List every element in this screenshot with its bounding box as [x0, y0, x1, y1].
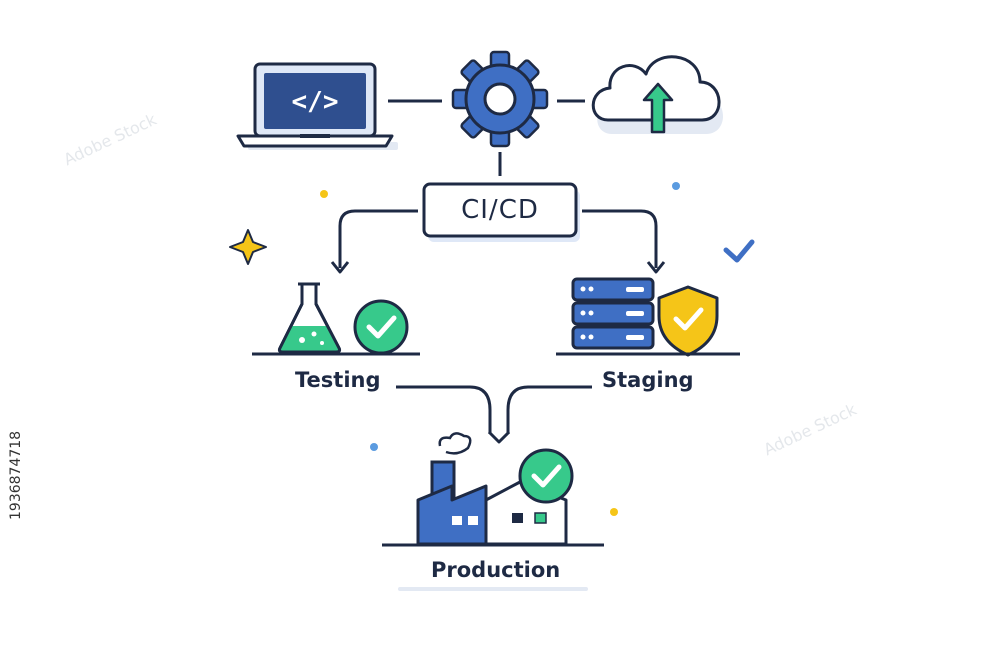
server-icon [571, 277, 655, 350]
arrow-cicd-testing [338, 209, 418, 268]
arrow-testing-production [396, 385, 492, 434]
gear-icon [451, 50, 549, 148]
check-circle-icon [353, 299, 409, 355]
arrowhead-staging [646, 261, 666, 274]
dot-decoration [610, 508, 618, 516]
arrow-staging-production [506, 385, 592, 434]
testing-label: Testing [295, 368, 381, 392]
arrowhead-testing [330, 261, 350, 274]
cicd-label: CI/CD [461, 195, 539, 225]
dot-decoration [320, 190, 328, 198]
staging-label: Staging [602, 368, 694, 392]
laptop-icon [236, 62, 398, 150]
arrowhead-production [487, 430, 511, 444]
cloud-upload-icon [591, 55, 724, 134]
shield-check-icon [657, 285, 719, 357]
production-label: Production [431, 558, 561, 582]
dot-decoration [370, 443, 378, 451]
factory-icon [416, 432, 574, 546]
checkmark-icon [723, 239, 755, 263]
flask-icon [277, 282, 342, 354]
cicd-hub [422, 182, 580, 242]
stock-id-watermark: 1936874718 [8, 430, 24, 520]
sparkle-icon [229, 229, 267, 265]
dot-decoration [672, 182, 680, 190]
arrow-cicd-staging [582, 209, 658, 268]
code-glyph: </> [292, 87, 339, 117]
